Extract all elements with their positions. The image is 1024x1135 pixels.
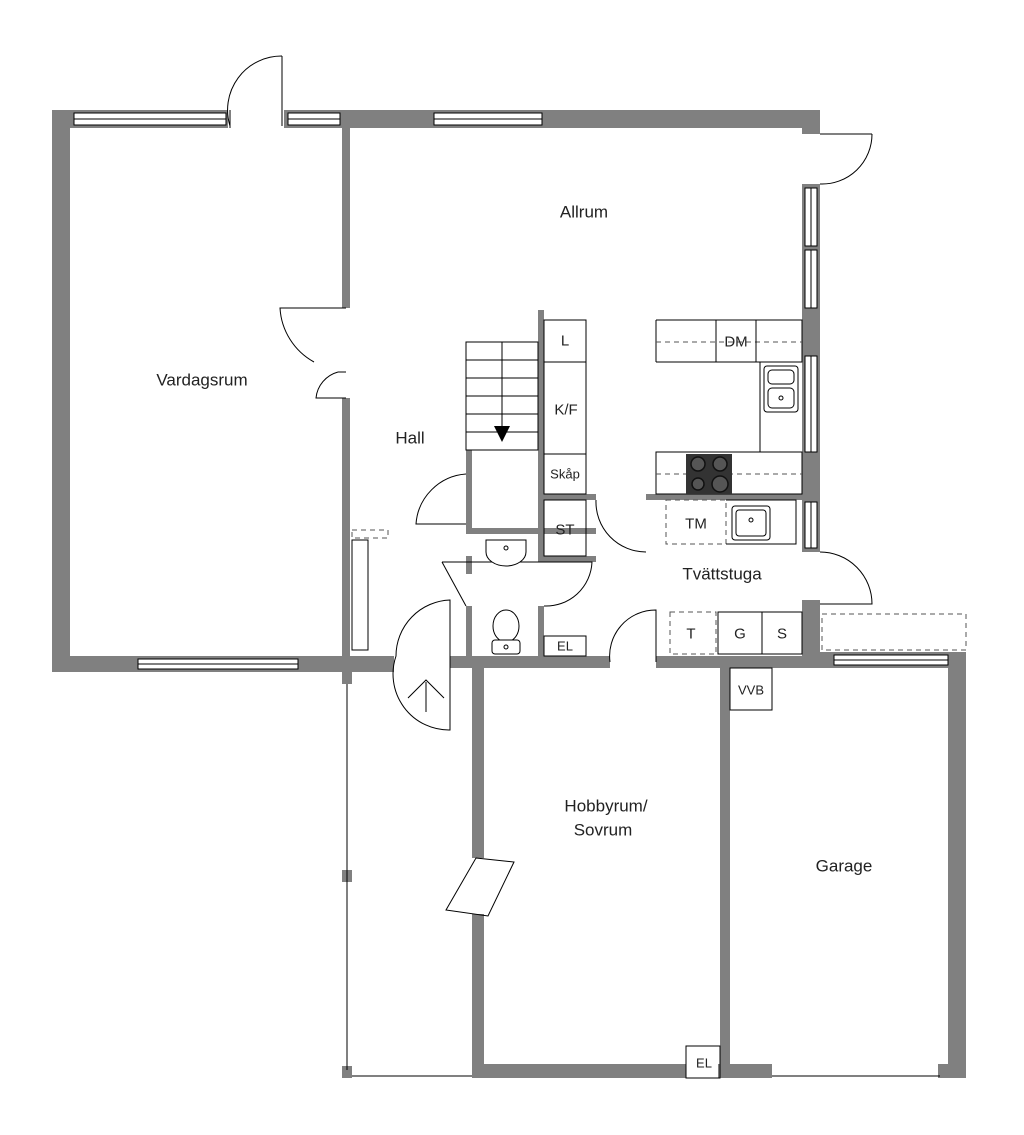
- room-label-hall: Hall: [395, 429, 424, 448]
- kitchen: [655, 319, 803, 495]
- fixture-label-dishwasher: DM: [724, 334, 747, 351]
- laundry: [665, 499, 967, 1079]
- fixture-label-closet: Skåp: [550, 467, 580, 482]
- door-swing-icon: [609, 609, 657, 663]
- room-label-tvattstuga: Tvättstuga: [682, 565, 762, 584]
- door-swing-icon: [279, 307, 346, 363]
- fixture-label-s: S: [777, 626, 787, 643]
- fixture-label-water-heater: VVB: [738, 683, 764, 698]
- fixture-label-electric-hobby: EL: [696, 1056, 712, 1071]
- room-label-vardagsrum: Vardagsrum: [156, 371, 247, 390]
- room-label-garage: Garage: [816, 857, 873, 876]
- door-swing-icon: [819, 133, 873, 185]
- room-label-hobbyrum-2: Sovrum: [574, 821, 633, 840]
- room-label-allrum: Allrum: [560, 203, 608, 222]
- fixture-label-fridge-freezer: K/F: [554, 402, 577, 419]
- door-swing-icon: [595, 499, 647, 553]
- walls-lower: [342, 664, 966, 1078]
- fixture-label-storage: ST: [555, 522, 574, 539]
- door-swing-icon: [819, 551, 873, 605]
- stair-down-arrow-icon: [494, 426, 510, 442]
- windows: [73, 112, 949, 670]
- stairs: [465, 341, 539, 451]
- door-swing-icon: [392, 599, 451, 731]
- fixture-label-washer: TM: [685, 516, 707, 533]
- entrance-arrow-icon: [407, 679, 445, 712]
- toilet-icon: [491, 609, 521, 655]
- sink-icon: [731, 505, 771, 541]
- door-swing-icon: [445, 857, 515, 917]
- closets: [351, 319, 587, 657]
- doors: [227, 55, 873, 917]
- wc: [485, 539, 527, 655]
- stove-icon: [686, 454, 732, 494]
- door-swing-icon: [227, 55, 283, 127]
- fixture-label-dryer: T: [686, 626, 695, 643]
- sink-icon: [763, 365, 799, 413]
- fixture-label-g: G: [734, 626, 746, 643]
- door-swing-icon: [415, 473, 467, 525]
- washbasin-icon: [485, 539, 527, 567]
- room-label-hobbyrum-1: Hobbyrum/: [564, 797, 647, 816]
- fixture-label-electric-hall: EL: [557, 639, 573, 654]
- fixture-labels: L K/F Skåp ST DM TM T G S VVB EL EL: [550, 333, 787, 1071]
- door-swing-icon: [441, 561, 467, 607]
- walls: [52, 110, 966, 672]
- room-labels: Allrum Vardagsrum Hall Tvättstuga Hobbyr…: [156, 203, 872, 876]
- fixture-label-linen: L: [561, 333, 569, 350]
